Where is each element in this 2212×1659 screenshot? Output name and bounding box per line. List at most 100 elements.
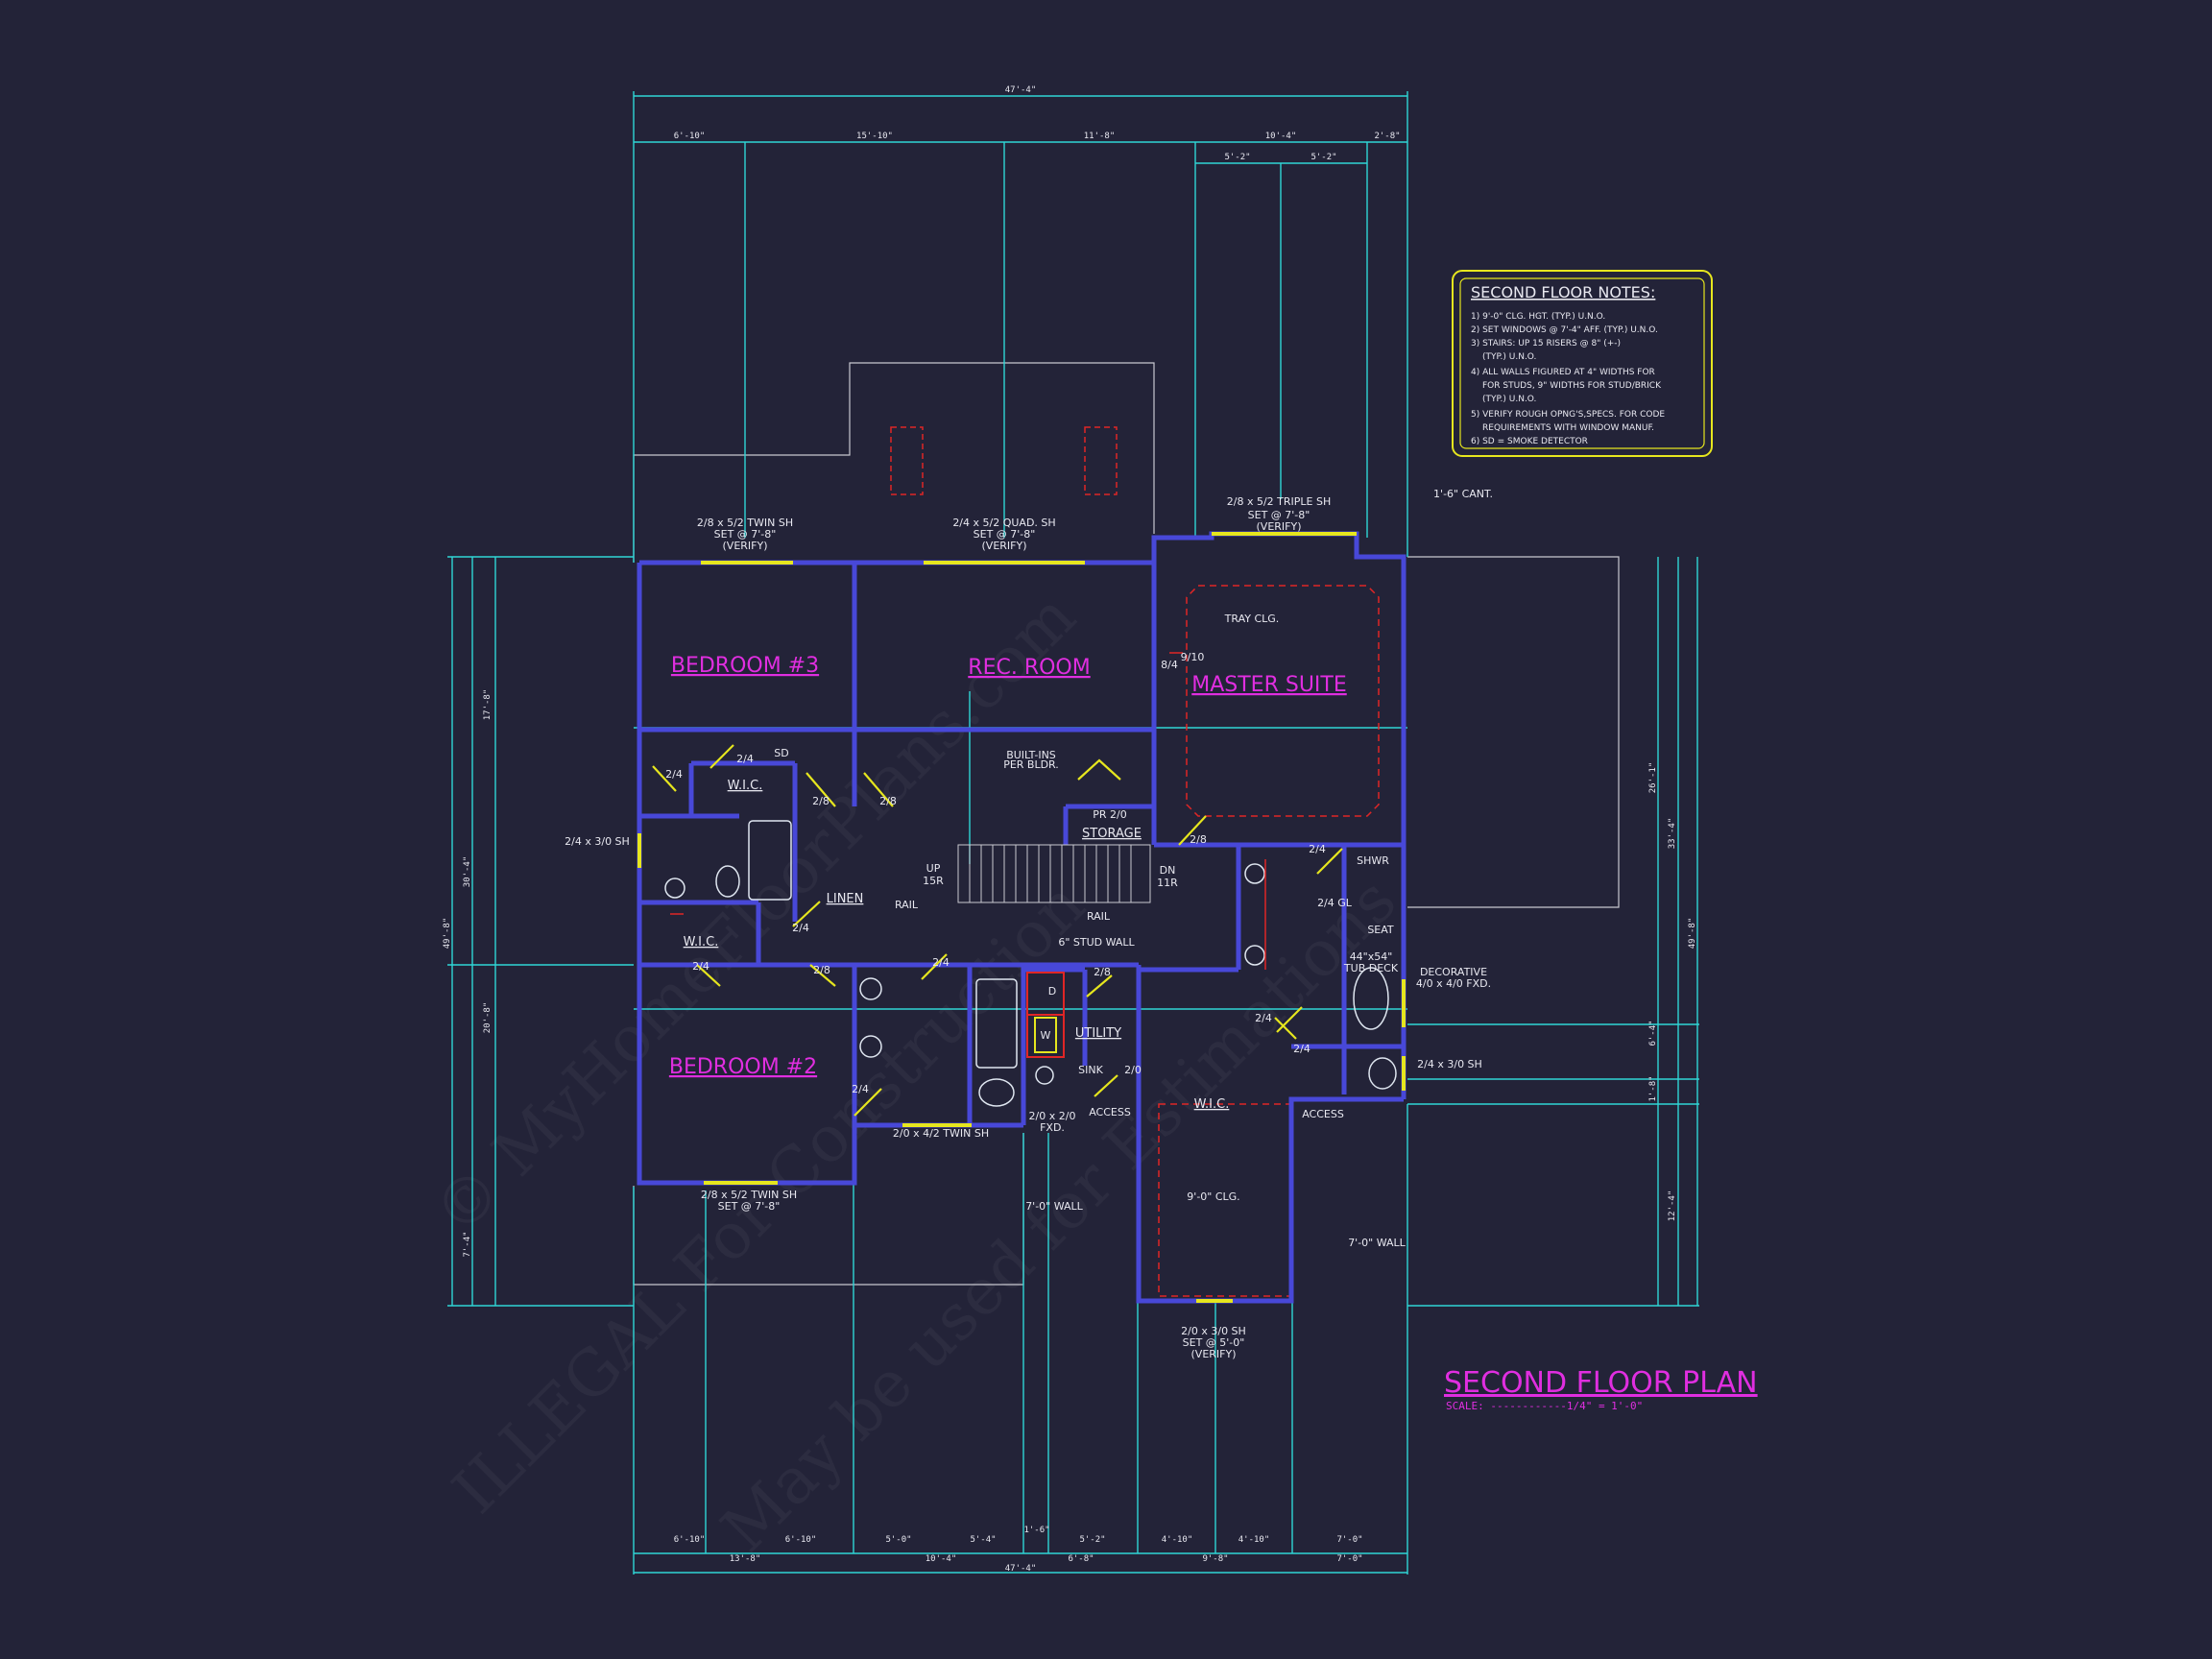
tray-ceiling-outline	[1186, 585, 1380, 817]
dim-top-a: 6'-10"	[674, 132, 706, 141]
notes-item-9: REQUIREMENTS WITH WINDOW MANUF.	[1482, 423, 1654, 433]
notes-box: SECOND FLOOR NOTES: 1) 9'-0" CLG. HGT. (…	[1452, 270, 1713, 457]
window-rec-verify: (VERIFY)	[982, 540, 1027, 552]
annotations: 2/8 x 5/2 TWIN SH SET @ 7'-8" (VERIFY) 2…	[565, 488, 1493, 1360]
decorative-label: DECORATIVE	[1420, 966, 1487, 978]
fixed-window-label: FXD.	[1040, 1121, 1065, 1134]
stairs	[957, 844, 1151, 903]
dim-bot2-b: 10'-4"	[926, 1554, 957, 1564]
tray-label: TRAY CLG.	[1224, 613, 1280, 625]
dim-top-d: 10'-4"	[1265, 132, 1297, 141]
dim-bot-f: 5'-2"	[1079, 1535, 1105, 1545]
dim-bot2-a: 13'-8"	[730, 1554, 761, 1564]
notes-item-4: (TYP.) U.N.O.	[1482, 352, 1536, 362]
notes-item-6: FOR STUDS, 9" WIDTHS FOR STUD/BRICK	[1482, 381, 1662, 391]
dim-right-b: 33'-4"	[1668, 818, 1677, 850]
door-label-24e: 2/4	[692, 960, 709, 973]
decorative-size: 4/0 x 4/0 FXD.	[1416, 977, 1491, 990]
wall-left-label: 7'-0" WALL	[1025, 1200, 1083, 1213]
dim-right-c: 6'-4"	[1648, 1020, 1658, 1046]
window-bed3-set: SET @ 7'-8"	[714, 528, 777, 541]
door-label-24h: 2/4	[1255, 1012, 1272, 1024]
sink-label: SINK	[1078, 1064, 1103, 1076]
dim-bot-h: 4'-10"	[1238, 1535, 1270, 1545]
window-bed2-label: 2/8 x 5/2 TWIN SH	[701, 1189, 797, 1201]
door-label-24a: 2/4	[1309, 843, 1326, 855]
room-utility: UTILITY	[1075, 1026, 1121, 1041]
window-master: 2/8 x 5/2 TRIPLE SH	[1227, 495, 1331, 508]
window-bed3-verify: (VERIFY)	[723, 540, 768, 552]
notes-item-3: 3) STAIRS: UP 15 RISERS @ 8" (+-)	[1471, 339, 1621, 349]
dim-top-e: 2'-8"	[1374, 132, 1400, 141]
dim-right-overall: 49'-8"	[1688, 918, 1697, 950]
dim-bot2-c: 6'-8"	[1068, 1554, 1094, 1564]
dimension-labels: 47'-4" 6'-10" 15'-10" 11'-8" 10'-4" 2'-8…	[443, 85, 1697, 1574]
dim-bot-g: 4'-10"	[1162, 1535, 1193, 1545]
dim-left-b: 30'-4"	[463, 856, 472, 888]
pr-label: PR 2/0	[1093, 808, 1126, 821]
window-bed3: 2/8 x 5/2 TWIN SH	[697, 517, 793, 529]
window-rec-set: SET @ 7'-8"	[974, 528, 1036, 541]
door-label-24g: 2/4	[852, 1083, 869, 1095]
door-label-24c: 2/4	[736, 753, 754, 765]
window-master-verify: (VERIFY)	[1257, 520, 1302, 533]
door-label-84: 8/4	[1161, 659, 1178, 671]
door-label-24f: 2/4	[932, 956, 950, 969]
dim-bot-a: 6'-10"	[674, 1535, 706, 1545]
dim-bot2-e: 7'-0"	[1336, 1535, 1362, 1545]
tub-deck-size: 44"x54"	[1350, 950, 1393, 963]
dim-top-f: 5'-2"	[1224, 153, 1250, 162]
door-label-28b: 2/8	[879, 795, 897, 807]
room-rec-room: REC. ROOM	[968, 656, 1090, 680]
room-wic3: W.I.C.	[1194, 1097, 1230, 1112]
door-label-28d: 2/8	[813, 964, 830, 976]
dim-bot-e: 1'-6"	[1023, 1526, 1049, 1535]
dim-top-c: 11'-8"	[1084, 132, 1116, 141]
seat-label: SEAT	[1367, 924, 1394, 936]
room-linen: LINEN	[827, 892, 864, 906]
dim-left-a: 17'-8"	[483, 689, 493, 721]
notes-item-1: 1) 9'-0" CLG. HGT. (TYP.) U.N.O.	[1471, 312, 1605, 322]
cant-label: 1'-6" CANT.	[1433, 488, 1493, 500]
hidden-lines	[670, 652, 1266, 970]
gl-label: 2/4 GL	[1317, 897, 1353, 909]
room-wic2: W.I.C.	[684, 935, 719, 950]
fixtures	[664, 820, 1397, 1107]
notes-item-8: 5) VERIFY ROUGH OPNG'S,SPECS. FOR CODE	[1471, 410, 1665, 420]
rail-left: RAIL	[895, 899, 919, 911]
dim-top-overall: 47'-4"	[1005, 85, 1037, 95]
window-right-label: 2/4 x 3/0 SH	[1417, 1058, 1482, 1070]
door-label-24b: 2/4	[665, 768, 683, 781]
builtins-label: BUILT-INS	[1006, 749, 1056, 761]
plan-scale: SCALE: ------------1/4" = 1'-0"	[1446, 1400, 1643, 1412]
door-swings	[652, 744, 1343, 1117]
dn-label: DN	[1160, 864, 1176, 877]
window-wic-set: SET @ 5'-0"	[1183, 1336, 1245, 1349]
washer-dryer	[1026, 972, 1065, 1058]
wic-clg-label: 9'-0" CLG.	[1187, 1190, 1239, 1203]
notes-item-7: (TYP.) U.N.O.	[1482, 395, 1536, 404]
windows	[637, 532, 1406, 1303]
dim-bot-i: 7'-0"	[1336, 1554, 1362, 1564]
window-bed2-set: SET @ 7'-8"	[718, 1200, 781, 1213]
dryer-label: D	[1048, 985, 1056, 998]
room-storage: STORAGE	[1082, 827, 1142, 841]
dim-right-a: 26'-1"	[1648, 762, 1658, 794]
notes-item-10: 6) SD = SMOKE DETECTOR	[1471, 437, 1588, 446]
access-label-2: ACCESS	[1302, 1108, 1344, 1120]
window-wic-verify: (VERIFY)	[1191, 1348, 1237, 1360]
washer-label: W	[1041, 1029, 1051, 1042]
dn-risers: 11R	[1157, 877, 1178, 889]
door-label-24d: 2/4	[792, 922, 809, 934]
dim-top-g: 5'-2"	[1310, 153, 1336, 162]
up-risers: 15R	[923, 875, 944, 887]
plan-title: SECOND FLOOR PLAN	[1444, 1366, 1758, 1400]
window-rec: 2/4 x 5/2 QUAD. SH	[952, 517, 1055, 529]
door-label-28a: 2/8	[812, 795, 830, 807]
dim-left-c: 20'-8"	[483, 1002, 493, 1034]
fixed-window-size: 2/0 x 2/0	[1029, 1110, 1076, 1122]
door-label-24i: 2/4	[1293, 1043, 1310, 1055]
notes-heading: SECOND FLOOR NOTES:	[1471, 283, 1655, 301]
per-bldr-label: PER BLDR.	[1003, 758, 1059, 771]
door-label-910: 9/10	[1181, 651, 1205, 663]
